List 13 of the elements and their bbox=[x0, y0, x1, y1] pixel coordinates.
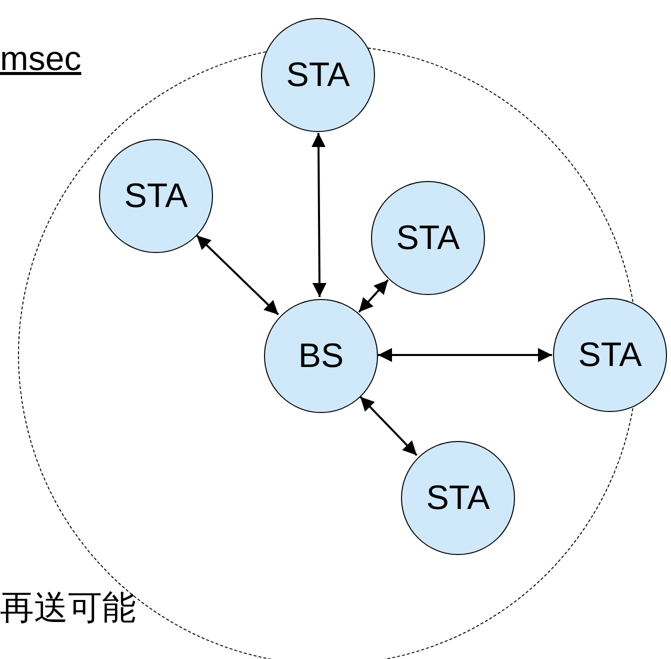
double-headed-arrow bbox=[312, 133, 326, 297]
node-label: STA bbox=[578, 336, 642, 374]
node-label: STA bbox=[426, 478, 490, 518]
double-headed-arrow bbox=[360, 396, 418, 456]
note-text: 再送可能 bbox=[0, 588, 136, 629]
node-label: STA bbox=[286, 56, 350, 94]
double-headed-arrow bbox=[358, 279, 389, 313]
note-text: msec bbox=[0, 40, 82, 79]
node-label: BS bbox=[298, 336, 344, 376]
double-headed-arrow bbox=[378, 348, 552, 362]
double-headed-arrow bbox=[196, 234, 280, 316]
node-label: STA bbox=[396, 218, 460, 258]
node-label: STA bbox=[124, 176, 188, 216]
